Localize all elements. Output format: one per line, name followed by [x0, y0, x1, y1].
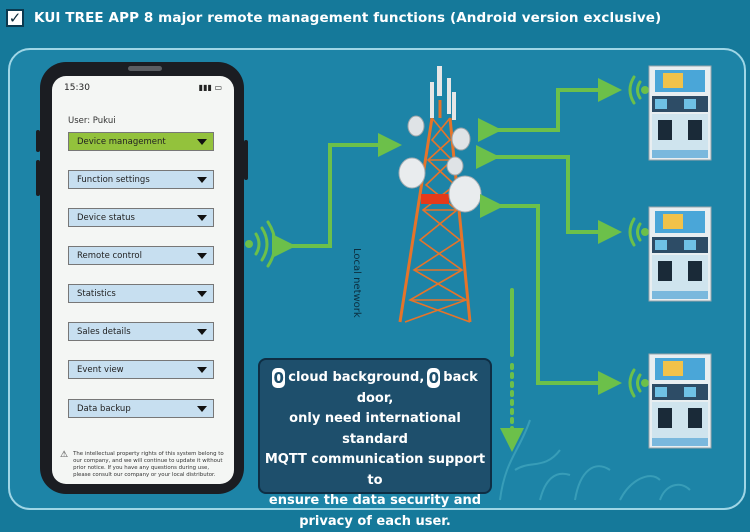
menu-device-management[interactable]: Device management [68, 132, 214, 151]
notice-text: The intellectual property rights of this… [73, 451, 228, 479]
chevron-down-icon [197, 139, 207, 145]
phone-power-button [244, 140, 248, 180]
signal-icon: ▮▮▮ [199, 83, 212, 92]
menu-device-status[interactable]: Device status [68, 208, 214, 227]
chevron-down-icon [197, 329, 207, 335]
ip-notice: ⚠ The intellectual property rights of th… [60, 451, 228, 479]
chevron-down-icon [197, 406, 207, 412]
user-label: User: Pukui [68, 116, 116, 126]
warning-icon: ⚠ [60, 451, 68, 479]
wifi-phone-icon [247, 222, 276, 266]
chevron-down-icon [197, 215, 207, 221]
arrow-tower-kiosk-1 [490, 90, 610, 130]
wifi-kiosk-1-icon [630, 77, 648, 103]
menu-label: Data backup [77, 404, 131, 414]
menu-statistics[interactable]: Statistics [68, 284, 214, 303]
info-line-2: only need international standard [260, 409, 490, 450]
info-line-5: privacy of each user. [260, 512, 490, 532]
menu-sales-details[interactable]: Sales details [68, 322, 214, 341]
chevron-down-icon [197, 291, 207, 297]
phone-volume-button-2 [36, 160, 40, 196]
menu-label: Function settings [77, 175, 150, 185]
menu-remote-control[interactable]: Remote control [68, 246, 214, 265]
zero-badge: 0 [272, 368, 285, 388]
tower-icon [399, 66, 481, 322]
phone-volume-button [36, 130, 40, 152]
phone-screen: 15:30 ▮▮▮ ▭ User: Pukui Device managemen… [52, 76, 234, 484]
vending-kiosk-3 [649, 354, 711, 448]
menu-data-backup[interactable]: Data backup [68, 399, 214, 418]
status-icons: ▮▮▮ ▭ [199, 83, 222, 92]
wifi-kiosk-3-icon [630, 370, 648, 396]
arrow-phone-tower [284, 145, 390, 246]
menu-label: Remote control [77, 251, 142, 261]
menu-label: Device status [77, 213, 135, 223]
status-time: 15:30 [64, 83, 90, 93]
info-line-4: ensure the data security and [260, 491, 490, 512]
menu-label: Device management [77, 137, 166, 147]
local-network-label: Local network [351, 248, 362, 318]
info-line-3: MQTT communication support to [260, 450, 490, 491]
chevron-down-icon [197, 367, 207, 373]
vending-kiosk-2 [649, 207, 711, 301]
menu-function-settings[interactable]: Function settings [68, 170, 214, 189]
arrow-tower-kiosk-2 [488, 157, 610, 232]
battery-icon: ▭ [214, 83, 222, 92]
menu-label: Sales details [77, 327, 131, 337]
menu-label: Event view [77, 365, 124, 375]
phone-speaker [128, 66, 162, 71]
stage: ✓ KUI TREE APP 8 major remote management… [0, 0, 750, 513]
wifi-kiosk-2-icon [630, 219, 648, 245]
menu-label: Statistics [77, 289, 116, 299]
chevron-down-icon [197, 253, 207, 259]
chevron-down-icon [197, 177, 207, 183]
menu-event-view[interactable]: Event view [68, 360, 214, 379]
vending-kiosk-1 [649, 66, 711, 160]
zero-badge: 0 [427, 368, 440, 388]
